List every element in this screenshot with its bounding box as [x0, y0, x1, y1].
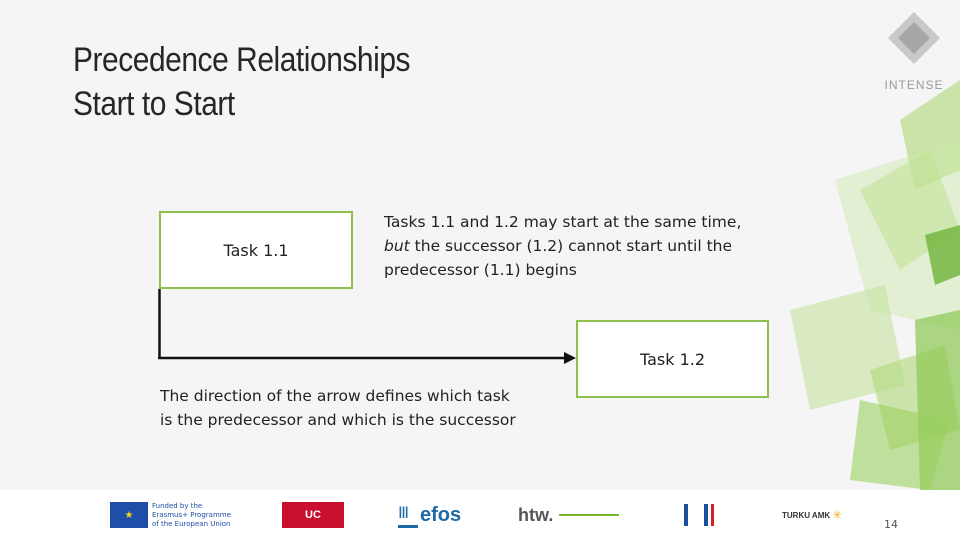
htw-logo-text: htw. — [518, 504, 554, 525]
efos-icon: Ⅲ — [398, 503, 418, 528]
note1-line-2: but the successor (1.2) cannot start unt… — [384, 234, 764, 258]
htw-green-bar — [559, 514, 620, 516]
task-1-2-label: Task 1.2 — [639, 349, 706, 369]
note1-line-2-rest: the successor (1.2) cannot start until t… — [409, 237, 733, 255]
htw-logo: htw. — [518, 500, 620, 530]
hu-red-bar — [711, 504, 714, 526]
intense-logo: INTENSE — [878, 12, 950, 92]
task-1-1-box: Task 1.1 — [159, 211, 353, 289]
footer-logos-bar — [0, 490, 960, 540]
eu-flag-icon: ★ — [110, 502, 148, 528]
uc-logo-text: UC — [305, 509, 321, 521]
intense-diamond-icon — [888, 12, 940, 64]
eu-text-2: Erasmus+ Programme — [152, 510, 231, 519]
note1-emphasis: but — [384, 237, 410, 255]
eu-erasmus-logo: ★ Funded by the Erasmus+ Programme of th… — [110, 500, 231, 530]
note-start-to-start: Tasks 1.1 and 1.2 may start at the same … — [384, 210, 764, 282]
note1-line-3: predecessor (1.1) begins — [384, 261, 577, 279]
efos-logo: Ⅲ efos — [398, 500, 461, 530]
turku-logo-text: TURKU AMK — [782, 510, 831, 520]
page-title: Precedence Relationships Start to Start — [73, 38, 411, 126]
note2-line-1: The direction of the arrow defines which… — [160, 387, 510, 405]
turku-star-icon: ✳ — [832, 508, 843, 522]
efos-logo-text: efos — [420, 503, 462, 526]
intense-logo-text: INTENSE — [884, 78, 944, 92]
title-line-1: Precedence Relationships — [73, 41, 411, 79]
page-number: 14 — [884, 518, 898, 531]
note-arrow-direction: The direction of the arrow defines which… — [160, 384, 560, 432]
uc-leuven-logo: UC — [282, 500, 344, 530]
task-1-2-box: Task 1.2 — [576, 320, 769, 398]
eu-text-1: Funded by the — [152, 501, 203, 510]
hu-icon — [684, 504, 708, 526]
task-1-1-label: Task 1.1 — [223, 240, 289, 260]
eu-text-3: of the European Union — [152, 519, 231, 528]
note2-line-2: is the predecessor and which is the succ… — [160, 411, 516, 429]
turku-amk-logo: TURKU AMK ✳ — [782, 500, 842, 530]
title-line-2: Start to Start — [73, 85, 235, 123]
note1-line-1: Tasks 1.1 and 1.2 may start at the same … — [384, 213, 742, 231]
university-logo — [684, 500, 714, 530]
